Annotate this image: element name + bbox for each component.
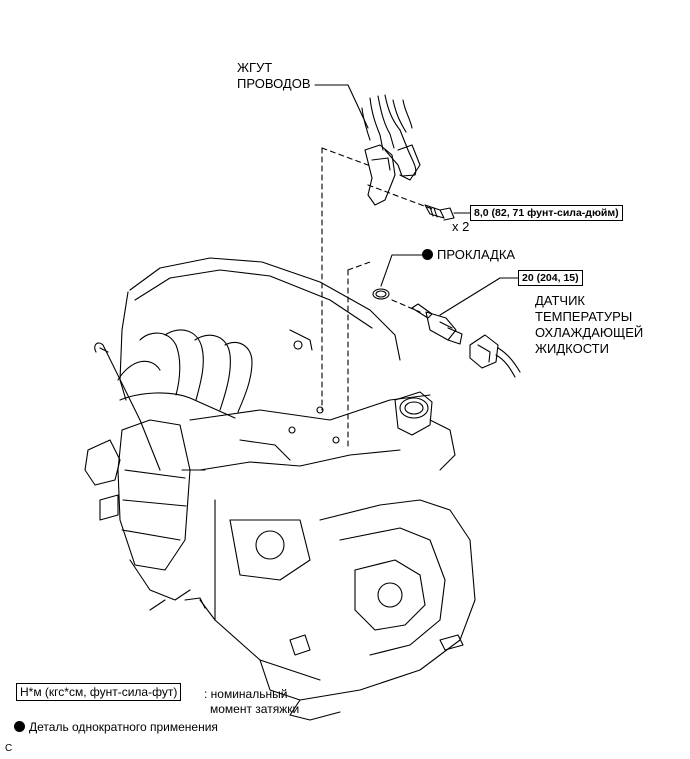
sensor-label-line3: ОХЛАЖДАЮЩЕЙ: [535, 325, 644, 340]
wire-harness-part: [361, 94, 421, 206]
torque-unit-box: Н*м (кгс*см, фунт-сила-фут): [16, 683, 182, 701]
harness-label-line2: ПРОВОДОВ: [237, 76, 311, 91]
bolt-part: [424, 204, 455, 221]
engine-assembly: [84, 257, 476, 721]
sensor-torque-box: 20 (204, 15): [518, 270, 583, 286]
gasket-part: [372, 288, 390, 300]
sensor-label-line1: ДАТЧИК: [535, 293, 585, 308]
torque-desc-line2: момент затяжки: [210, 702, 300, 716]
gasket-label-text: ПРОКЛАДКА: [437, 247, 516, 262]
connector-part: [469, 334, 521, 378]
bolt-torque-box: 8,0 (82, 71 фунт-сила-дюйм): [470, 205, 623, 221]
non-reusable-dot-icon: [422, 249, 433, 260]
coolant-sensor-part: [411, 303, 463, 345]
legend-non-reusable-text: Деталь однократного применения: [29, 720, 218, 734]
non-reusable-legend-dot-icon: [14, 721, 25, 732]
harness-label-line1: ЖГУТ: [237, 60, 273, 75]
legend-non-reusable: Деталь однократного применения: [14, 719, 218, 735]
sensor-label-line2: ТЕМПЕРАТУРЫ: [535, 309, 633, 324]
corner-code: C: [5, 743, 13, 754]
sensor-label-line4: ЖИДКОСТИ: [535, 341, 609, 356]
gasket-label: ПРОКЛАДКА: [422, 247, 515, 263]
quantity-label: x 2: [452, 219, 470, 234]
torque-desc-line1: : номинальный: [204, 687, 288, 701]
